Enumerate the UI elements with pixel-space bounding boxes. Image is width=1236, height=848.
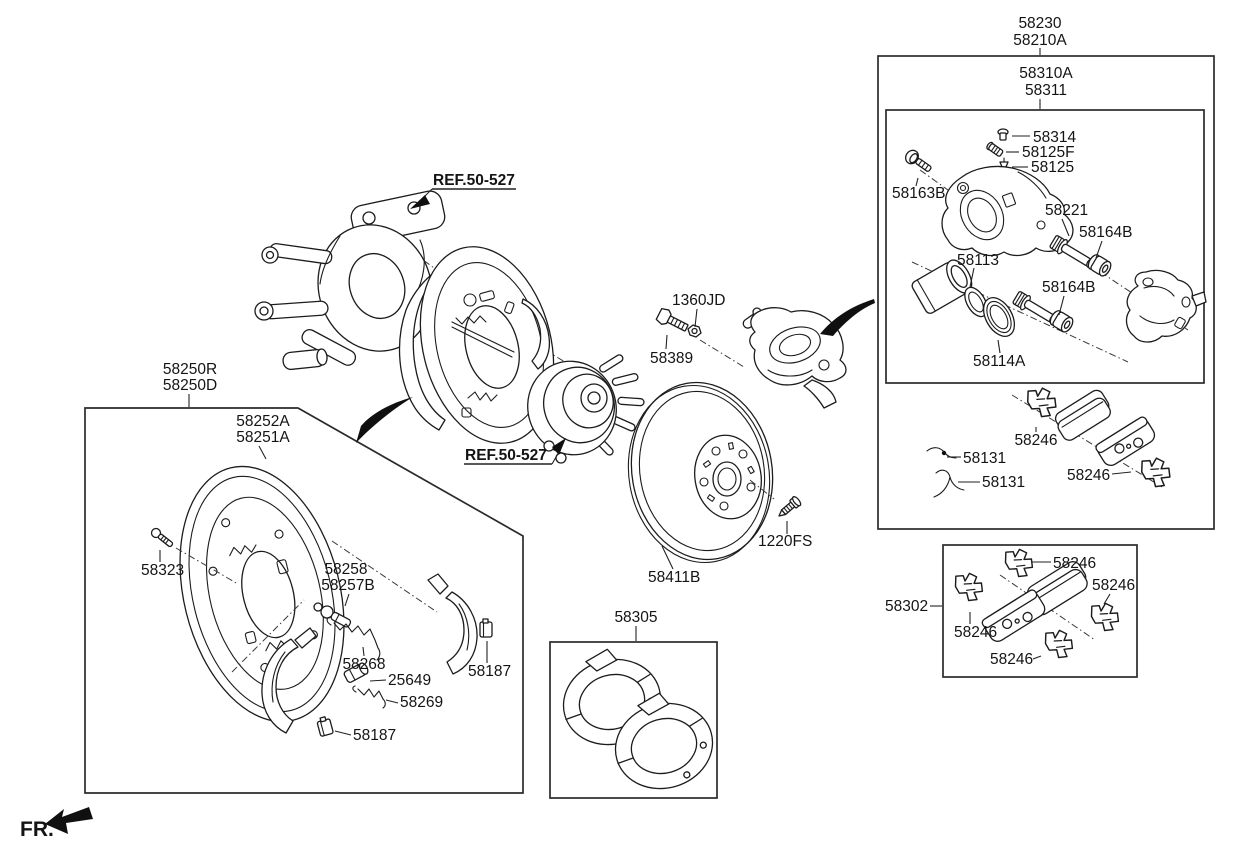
callout-25649: 25649 [388, 672, 431, 689]
shoe-spring-lower-drawing [352, 685, 386, 709]
callout-1360JD: 1360JD [672, 292, 725, 309]
shoe-set-drawing [614, 692, 714, 790]
backing-plate-drawing [179, 465, 345, 723]
callout-58246-box-left: 58246 [1014, 432, 1057, 449]
hub-bearing-drawing [527, 354, 645, 464]
callout-58310A: 58310A [1019, 65, 1073, 82]
left-box-dash-lines [175, 540, 438, 673]
direction-arrow [820, 299, 875, 336]
callout-58164B-upper: 58164B [1079, 224, 1132, 241]
kit-pad-inner-drawing [981, 589, 1046, 642]
callout-58125F: 58125F [1022, 144, 1075, 161]
rotor-screw-drawing [778, 496, 802, 517]
callout-58164B-lower: 58164B [1042, 279, 1095, 296]
pad-spring-wire-drawing [926, 447, 965, 498]
bleeder-cap-drawing [997, 128, 1009, 141]
ref-label-hub: REF.50-527 [465, 447, 547, 464]
callout-58210A: 58210A [1013, 32, 1067, 49]
rotor-screw-dash-line [749, 479, 775, 500]
adjuster-assembly-drawing [313, 602, 352, 628]
callout-58269: 58269 [400, 694, 443, 711]
pad-clip-drawing [1136, 450, 1176, 493]
fr-direction-label: FR. [20, 818, 54, 841]
brake-rotor-drawing [627, 381, 774, 564]
callout-58250R: 58250R [163, 361, 217, 378]
callout-58257B: 58257B [321, 577, 374, 594]
plate-bolt-drawing [150, 527, 174, 548]
bleeder-screw-drawing [986, 141, 1004, 157]
brake-pad-inner-drawing [1095, 416, 1156, 467]
shoe-spring-upper-drawing [326, 616, 381, 661]
callout-58246-kit-left: 58246 [954, 624, 997, 641]
leader-lines [159, 48, 1132, 736]
callout-58411B: 58411B [648, 569, 700, 586]
pad-kit-box [942, 544, 1138, 678]
adjuster-cylinder-drawing [343, 662, 369, 683]
dust-shield-assembly-drawing [398, 246, 555, 444]
caliper-assembly-box [877, 55, 1215, 530]
callout-58113: 58113 [957, 252, 999, 269]
callout-58125: 58125 [1031, 159, 1074, 176]
hub-bolt-drawing [655, 308, 702, 338]
callout-58268: 58268 [342, 656, 385, 673]
caliper-body-kit-box [885, 109, 1205, 384]
callout-58187-left: 58187 [353, 727, 396, 744]
direction-arrow [356, 397, 413, 443]
callout-58251A: 58251A [236, 429, 290, 446]
callout-58187-right: 58187 [468, 663, 511, 680]
shoe-hold-pin-right-drawing [479, 618, 493, 638]
callout-58230: 58230 [1018, 15, 1061, 32]
guide-rod-upper-drawing [1049, 235, 1094, 268]
caliper-bracket-drawing [1125, 269, 1207, 343]
ref-knuckle-arrow [410, 188, 516, 209]
callout-58250D: 58250D [163, 377, 217, 394]
callout-58246-kit-bottom: 58246 [990, 651, 1033, 668]
callout-58258: 58258 [324, 561, 367, 578]
backing-plate-kit-box [84, 407, 524, 794]
parking-shoe-right-drawing [427, 573, 478, 675]
ref-hub-arrow [464, 438, 566, 465]
shoe-hold-pin-left-drawing [316, 716, 334, 737]
ref-label-knuckle: REF.50-527 [433, 172, 515, 189]
rod-bushing-lower-drawing [1049, 310, 1074, 333]
callout-58163B: 58163B [892, 185, 945, 202]
callout-58246-box-right: 58246 [1067, 467, 1110, 484]
fr-direction-arrow [45, 807, 93, 834]
rod-bushing-upper-drawing [1087, 254, 1112, 277]
pad-clip-drawing [1040, 623, 1079, 664]
callout-58246-kit-top: 58246 [1053, 555, 1096, 572]
knuckle-drawing [254, 190, 446, 371]
brake-pad-outer-drawing [1054, 389, 1111, 441]
banjo-bolt-drawing [905, 149, 932, 172]
parking-shoe-left-drawing [261, 627, 317, 734]
callout-58323: 58323 [141, 562, 184, 579]
callout-58131-b: 58131 [982, 474, 1025, 491]
callout-1220FS: 1220FS [758, 533, 812, 550]
pad-clip-drawing [950, 566, 989, 607]
caliper-body-drawing [941, 165, 1074, 257]
callout-58114A: 58114A [973, 353, 1026, 370]
callout-58252A: 58252A [236, 413, 290, 430]
callout-58314: 58314 [1033, 129, 1076, 146]
callout-58389: 58389 [650, 350, 693, 367]
shoe-kit-box [549, 641, 718, 799]
callout-58221: 58221 [1045, 202, 1088, 219]
callout-58311: 58311 [1025, 82, 1067, 99]
callout-58305: 58305 [614, 609, 657, 626]
callout-58131-a: 58131 [963, 450, 1006, 467]
piston-boot-drawing [982, 297, 1016, 337]
caliper-assembly-drawing [742, 307, 847, 409]
callout-58302: 58302 [885, 598, 928, 615]
callout-58246-kit-right: 58246 [1092, 577, 1135, 594]
